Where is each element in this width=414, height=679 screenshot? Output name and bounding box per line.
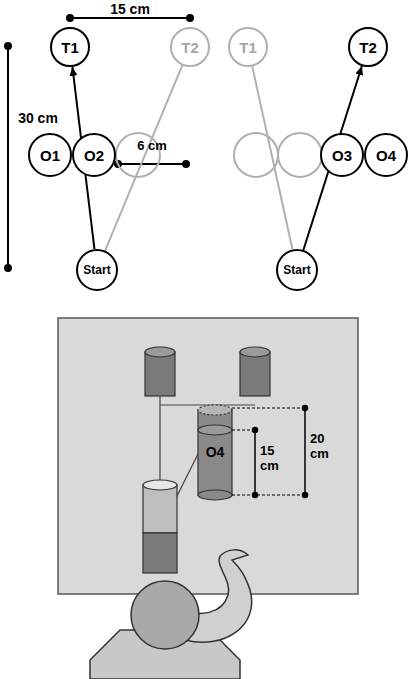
- dimension-label: 15 cm: [260, 444, 286, 474]
- node-label: O1: [40, 147, 60, 164]
- circle-node: O3: [320, 133, 364, 177]
- node-label: Start: [83, 263, 110, 277]
- dimension-label: 15 cm: [110, 1, 150, 17]
- dimension-label: 30 cm: [18, 110, 58, 126]
- path-arrow: [105, 65, 182, 250]
- node-label: O3: [332, 147, 352, 164]
- circle-node: T1: [50, 27, 90, 67]
- node-label: T1: [61, 39, 79, 56]
- node-label: T2: [181, 39, 199, 56]
- object-label: O4: [206, 444, 225, 460]
- node-label: T2: [359, 39, 377, 56]
- circle-node: Start: [276, 249, 318, 291]
- circle-node: T2: [348, 27, 388, 67]
- circle-node: Start: [76, 249, 118, 291]
- circle-node: O4: [364, 133, 408, 177]
- node-label: T1: [239, 39, 257, 56]
- node-label: Start: [283, 263, 310, 277]
- circle-node: O2: [72, 133, 116, 177]
- dimension-label: 20 cm: [310, 432, 336, 462]
- circle-node: T2: [170, 27, 210, 67]
- circle-node: O1: [28, 133, 72, 177]
- path-arrow: [252, 67, 292, 250]
- node-label: O4: [376, 147, 396, 164]
- dimension-label: 6 cm: [137, 138, 167, 153]
- node-label: O2: [84, 147, 104, 164]
- circle-node: T1: [228, 27, 268, 67]
